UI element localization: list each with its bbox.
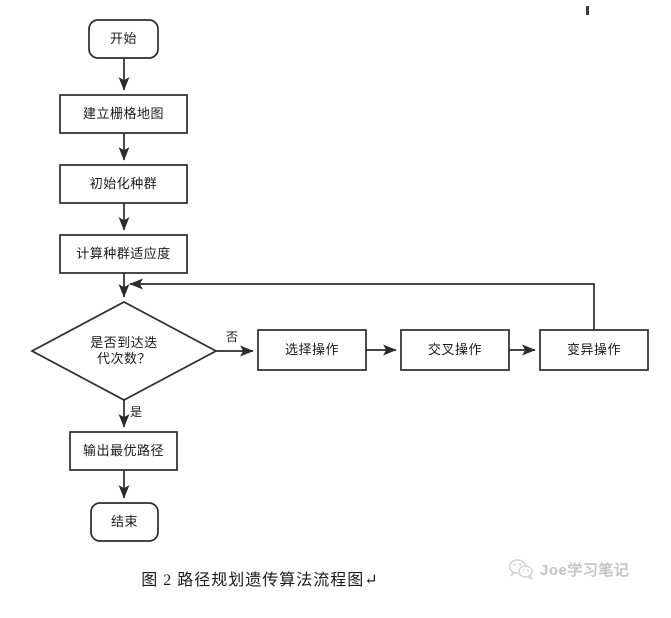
node-fitness-shape — [59, 234, 188, 274]
watermark: Joe学习笔记 — [508, 558, 629, 580]
node-output-shape — [69, 431, 178, 471]
node-end-shape — [90, 502, 159, 542]
node-decision-shape — [30, 301, 218, 401]
node-selection-shape — [257, 329, 367, 371]
node-grid-map-shape — [59, 94, 188, 134]
node-init-pop-shape — [59, 164, 188, 204]
page-tick-mark — [586, 6, 589, 15]
node-crossover-shape — [400, 329, 510, 371]
node-start-shape — [88, 19, 159, 59]
figure-caption: 图 2 路径规划遗传算法流程图↵ — [141, 572, 379, 589]
node-mutation-shape — [539, 329, 649, 371]
edge-mutation-loopback-to-fitness — [129, 278, 595, 330]
watermark-text: Joe学习笔记 — [540, 561, 630, 579]
wechat-logo-icon — [508, 559, 534, 580]
